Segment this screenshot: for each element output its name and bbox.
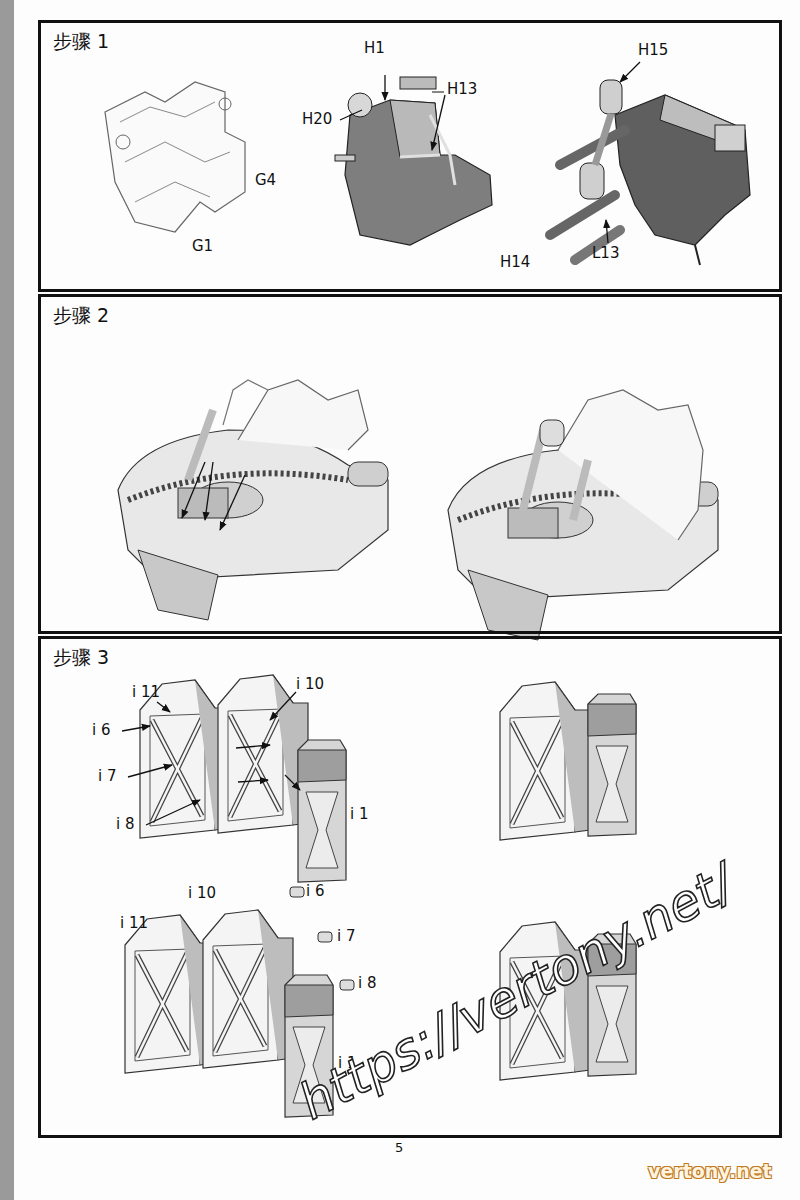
part-number: i 10	[296, 676, 324, 693]
part-number: i 8	[358, 975, 376, 992]
step-panel: 步骤 2	[38, 294, 782, 634]
part-number: i 6	[92, 722, 110, 739]
part-number: G1	[192, 238, 213, 255]
part-number: i 7	[337, 928, 355, 945]
watermark: https://vertony.net/	[290, 853, 743, 1131]
step-heading: 步骤 1	[53, 29, 109, 55]
watermark: vertony.net	[648, 1160, 772, 1182]
part-number: H13	[447, 81, 477, 98]
step-heading: 步骤 3	[53, 645, 109, 671]
part-number: H1	[364, 40, 385, 57]
step-heading: 步骤 2	[53, 303, 109, 329]
part-number: H20	[302, 111, 332, 128]
part-number: H14	[500, 254, 530, 271]
part-number: i 6	[306, 883, 324, 900]
part-number: i 1	[350, 806, 368, 823]
page-number: 5	[395, 1141, 403, 1155]
part-number: L13	[592, 245, 619, 262]
part-number: H15	[638, 42, 668, 59]
part-number: i 7	[98, 768, 116, 785]
part-number: i 11	[120, 915, 148, 932]
part-number: G4	[255, 172, 276, 189]
part-number: i 11	[132, 684, 160, 701]
step-panel: 步骤 1	[38, 20, 782, 292]
part-number: i 8	[116, 816, 134, 833]
part-number: i 10	[188, 885, 216, 902]
